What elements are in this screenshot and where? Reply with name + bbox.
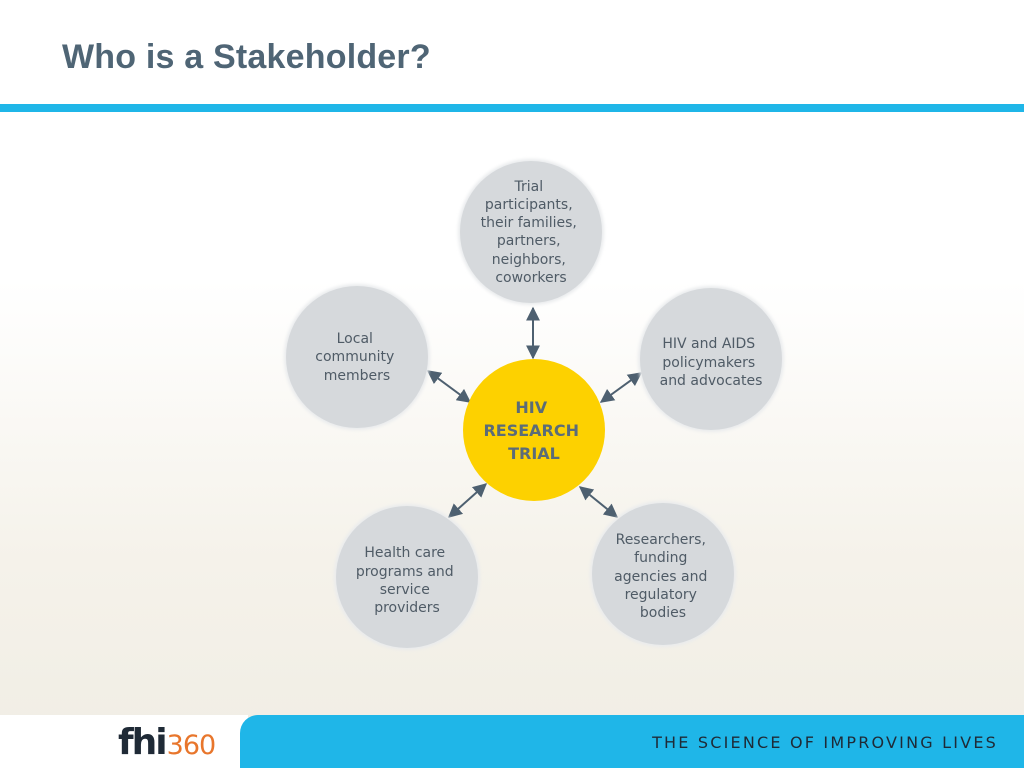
footer-tagline: THE SCIENCE OF IMPROVING LIVES <box>652 733 998 752</box>
stakeholder-node-health-care: Health care programs and service provide… <box>334 504 480 650</box>
arrow-bottom-left <box>447 483 488 518</box>
footer-logo-area <box>0 715 248 768</box>
slide-title: Who is a Stakeholder? <box>62 38 431 76</box>
node-line: bodies <box>640 605 686 621</box>
node-line: Trial <box>513 179 543 195</box>
hub-line: TRIAL <box>508 444 560 463</box>
node-line: community <box>315 349 394 365</box>
svg-text:Researchers, funding: Researchers, funding agencies and regula… <box>614 532 712 621</box>
hub-line: HIV <box>515 398 547 417</box>
svg-text:HIV and AIDS policymaker: HIV and AIDS policymakers and advocates <box>660 336 763 389</box>
arrow-left <box>426 370 472 403</box>
node-line: service <box>380 582 430 598</box>
hub-line: RESEARCH <box>483 421 579 440</box>
stakeholder-node-policymakers: HIV and AIDS policymakers and advocates <box>638 286 784 432</box>
fhi360-logo: fhi 360 <box>118 722 217 763</box>
svg-text:HIV RESEARCH TRIAL: HIV RESEARCH TRIAL <box>483 398 584 463</box>
node-line: participants, <box>485 197 573 213</box>
arrow-right <box>599 372 643 403</box>
node-line: regulatory <box>625 587 697 603</box>
node-line: policymakers <box>662 355 755 371</box>
node-line: members <box>324 368 390 384</box>
stakeholder-node-trial-participants: Trial participants, their families, part… <box>458 159 604 305</box>
arrow-bottom-right <box>578 486 619 518</box>
svg-text:Local community me: Local community members <box>315 331 398 384</box>
node-line: their families, <box>481 215 577 231</box>
node-line: partners, <box>497 233 561 249</box>
node-line: Health care <box>364 545 445 561</box>
node-line: coworkers <box>495 270 566 286</box>
node-line: agencies and <box>614 569 707 585</box>
stakeholder-node-researchers: Researchers, funding agencies and regula… <box>590 501 736 647</box>
hub-hiv-research-trial: HIV RESEARCH TRIAL <box>463 359 605 501</box>
logo-fhi-text: fhi <box>118 722 168 763</box>
node-line: and advocates <box>660 373 763 389</box>
node-line: HIV and AIDS <box>662 336 755 352</box>
footer-bar <box>240 715 1024 768</box>
node-line: Researchers, <box>616 532 706 548</box>
node-line: neighbors, <box>492 252 566 268</box>
node-line: funding <box>634 550 687 566</box>
svg-text:Health care programs and: Health care programs and service provide… <box>356 545 458 616</box>
logo-360-text: 360 <box>166 730 217 761</box>
svg-text:Trial participants,: Trial participants, their families, part… <box>481 179 582 286</box>
node-line: Local <box>337 331 373 347</box>
stakeholder-node-local-community: Local community members <box>284 284 430 430</box>
node-line: providers <box>374 600 440 616</box>
title-divider <box>0 104 1024 112</box>
node-line: programs and <box>356 564 454 580</box>
